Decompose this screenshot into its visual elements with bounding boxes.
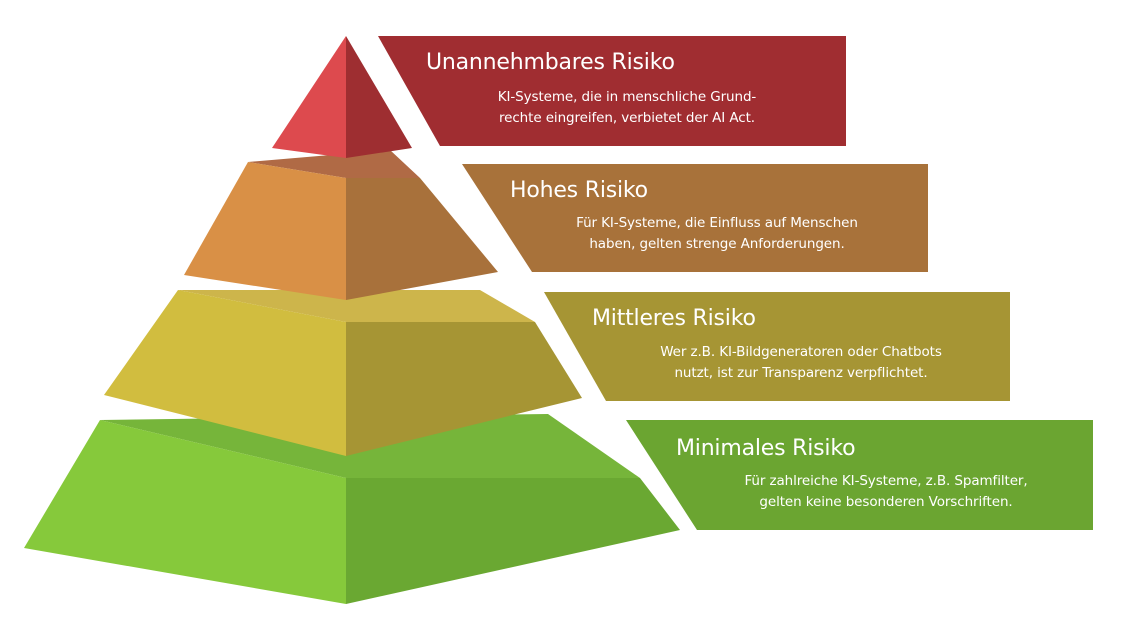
panel-minimal-description: Für zahlreiche KI-Systeme, z.B. Spamfilt… [690,471,1082,513]
tier-minimal-right-face [346,478,680,604]
panel-medium-text: Mittleres Risiko Wer z.B. KI-Bildgenerat… [586,292,1010,401]
panel-medium-title: Mittleres Risiko [592,306,756,331]
tier-medium-left-face [104,290,346,456]
panel-unacceptable-line1: KI-Systeme, die in menschliche Grund- [497,89,757,105]
tier-high-right-face [346,178,498,300]
panel-unacceptable-title: Unannehmbares Risiko [426,50,675,75]
panel-medium-bg [544,292,1010,401]
panel-minimal-bg [626,420,1093,530]
panel-high-line1: Für KI-Systeme, die Einfluss auf Mensche… [576,215,858,231]
pyramid-tier-unacceptable [272,36,412,158]
panel-high-description: Für KI-Systeme, die Einfluss auf Mensche… [522,213,912,255]
panel-high-bg [462,164,928,272]
tier-medium-right-face [346,322,582,456]
panel-minimal-line1: Für zahlreiche KI-Systeme, z.B. Spamfilt… [744,473,1028,489]
panel-medium-line1: Wer z.B. KI-Bildgeneratoren oder Chatbot… [660,344,942,360]
pyramid-tier-high [184,150,498,300]
panel-unacceptable-bg [378,36,846,146]
pyramid-tier-medium [104,290,582,456]
pyramid-tier-minimal [24,414,680,604]
panel-minimal-text: Minimales Risiko Für zahlreiche KI-Syste… [670,420,1093,530]
tier-minimal-left-face [24,420,346,604]
panel-minimal-line2: gelten keine besonderen Vorschriften. [759,494,1013,510]
panel-unacceptable-line2: rechte eingreifen, verbietet der AI Act. [498,110,755,126]
panel-minimal-title: Minimales Risiko [676,436,856,461]
tier-unacceptable-right-face [346,36,412,158]
panel-medium-description: Wer z.B. KI-Bildgeneratoren oder Chatbot… [606,342,996,384]
panel-medium-line2: nutzt, ist zur Transparenz verpflichtet. [674,365,928,381]
tier-unacceptable-left-face [272,36,346,158]
panel-high-title: Hohes Risiko [510,178,648,203]
tier-medium-top-face [178,290,535,322]
panel-high-line2: haben, gelten strenge Anforderungen. [589,236,845,252]
panel-unacceptable-text: Unannehmbares Risiko KI-Systeme, die in … [420,36,846,146]
tier-high-top-face [248,150,420,178]
tier-high-left-face [184,162,346,300]
panel-high-text: Hohes Risiko Für KI-Systeme, die Einflus… [504,164,928,272]
panel-unacceptable-description: KI-Systeme, die in menschliche Grund- re… [448,87,806,129]
